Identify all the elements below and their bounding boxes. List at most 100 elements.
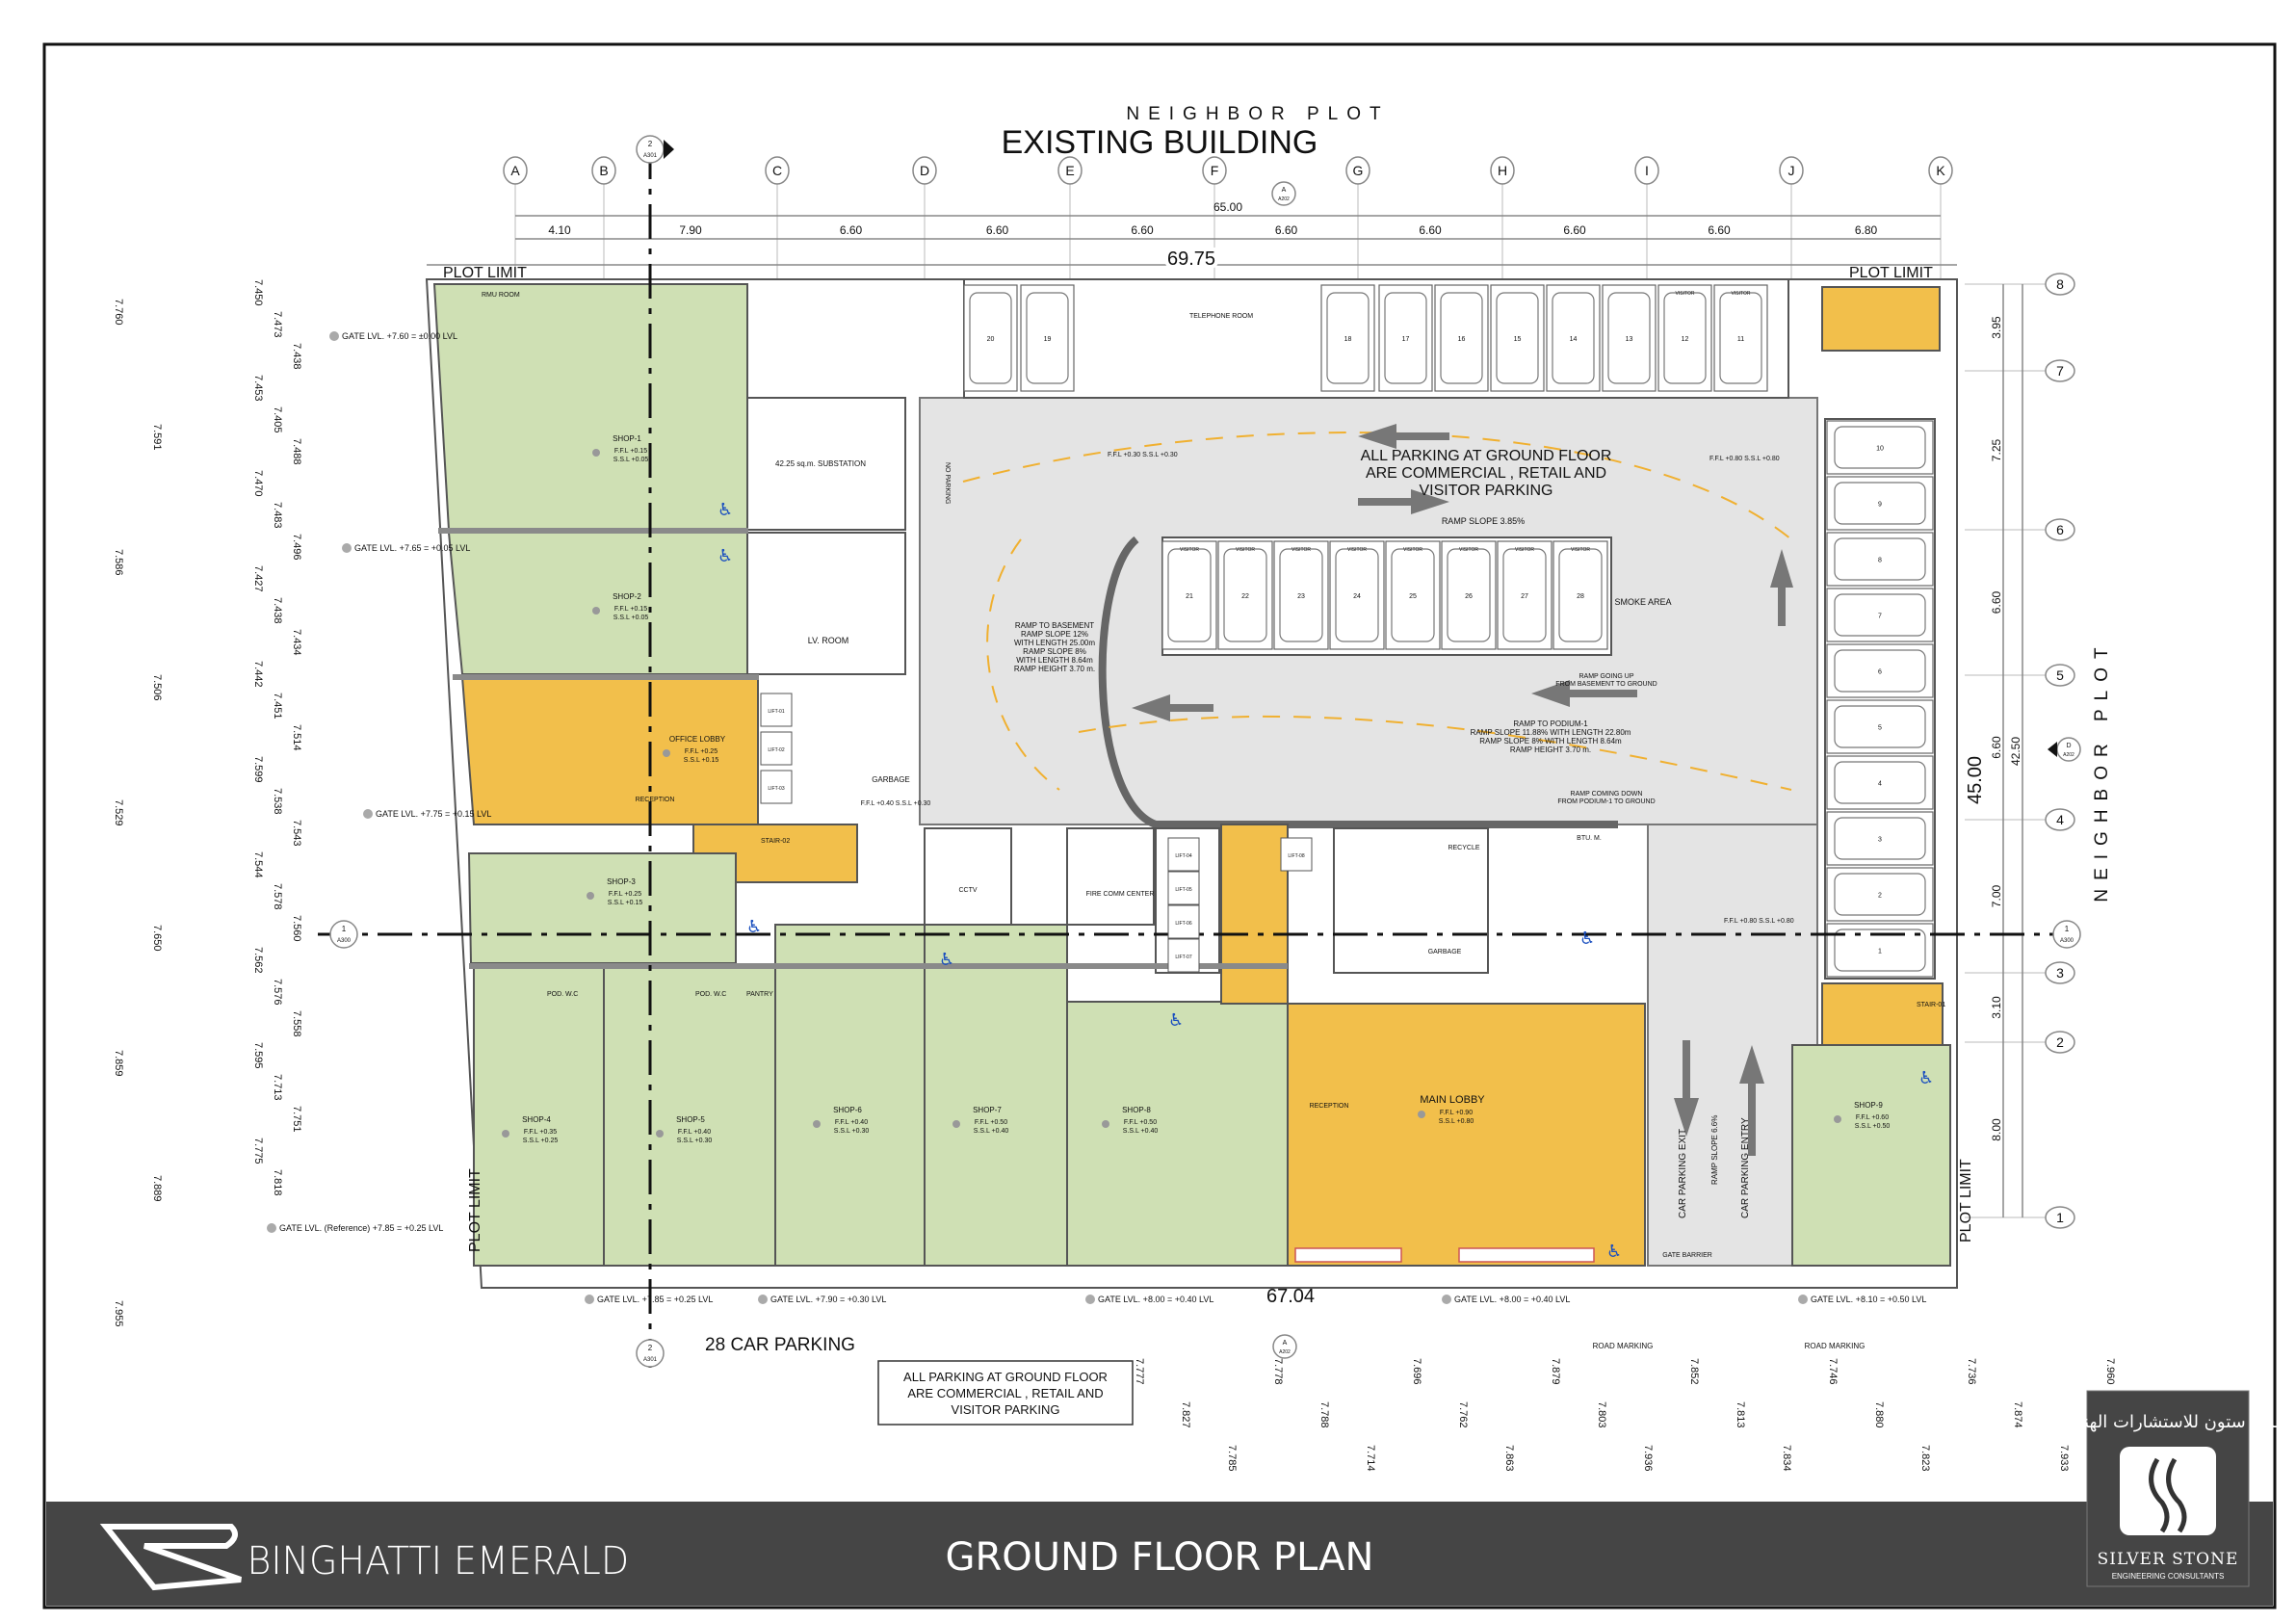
car-icon [969,292,1012,384]
spot-level: 7.599 [252,756,264,783]
visitor-label: VISITOR [1403,547,1422,553]
spot-level: 7.438 [272,597,283,624]
level-marker-icon [585,1295,594,1304]
spot-level: 7.777 [1134,1358,1145,1385]
car-icon [1502,548,1547,642]
spot-level: 7.543 [291,820,302,847]
lift-shaft [1167,904,1200,939]
spot-level: 7.880 [1873,1401,1885,1428]
room-name: MAIN LOBBY [1420,1094,1485,1106]
lift-label: LIFT-04 [1175,853,1191,859]
car-icon [1447,548,1491,642]
grid-bubble [2045,808,2075,831]
level-marker-icon [952,1120,960,1128]
ramp-basement-line: RAMP SLOPE 8% [1023,647,1086,656]
parking-stall-number: 24 [1353,593,1361,600]
spot-level: 7.762 [1457,1401,1469,1428]
spot-level: 7.818 [272,1169,283,1196]
spot-level: 7.751 [291,1106,302,1133]
car-icon [1834,482,1926,525]
gate-level-label: GATE LVL. +7.90 = +0.30 LVL [770,1295,886,1304]
grid-bubble [591,156,616,185]
car-icon [1279,548,1323,642]
grid-row-label: 2 [2056,1034,2064,1050]
wheelchair-icon: ♿ [939,950,954,970]
level-marker-icon [329,331,339,341]
parking-stall [1826,588,1934,642]
parking-stall-number: 23 [1297,593,1305,600]
room-ffl: F.F.L +0.40 [835,1119,868,1126]
spot-levels-bottom: 7.7777.8277.7857.7787.7887.7147.6967.762… [1134,1358,2116,1472]
reception-label: RECEPTION [636,797,675,803]
room-name: SHOP-5 [676,1115,705,1124]
parking-stall-number: 9 [1878,502,1882,509]
ramp-down-note: FROM PODIUM-1 TO GROUND [1557,798,1655,805]
parking-stall-number: 5 [1878,725,1882,732]
ramp-slope-label: RAMP SLOPE 3.85% [1442,516,1525,526]
shop-8-room[interactable] [1066,1001,1289,1267]
spot-level: 7.813 [1735,1401,1746,1428]
ramp-basement-line: RAMP HEIGHT 3.70 m. [1014,665,1095,673]
room-labels: SHOP-1F.F.L +0.15S.S.L +0.05SHOP-2F.F.L … [502,434,1890,1144]
parking-stall-number: 21 [1186,593,1193,600]
shop-4-room[interactable] [473,965,605,1267]
overall-row-dimension: 42.50 [2009,737,2022,766]
sheet-title: GROUND FLOOR PLAN [946,1535,1374,1580]
spot-level: 7.760 [113,299,124,326]
wheelchair-icon: ♿ [718,546,733,566]
shop-6-room[interactable] [774,924,926,1267]
ramp-basement-line: RAMP SLOPE 12% [1021,630,1088,639]
car-icon [1223,548,1267,642]
room-ffl: F.F.L +0.25 [609,891,641,898]
car-icon [1719,292,1762,384]
parking-stall [1657,284,1712,392]
parking-stall-number: 28 [1577,593,1584,600]
shop-2-room[interactable] [447,532,748,675]
spot-level: 7.775 [252,1138,264,1164]
wheelchair-icon: ♿ [1168,1010,1184,1031]
stair-01 [1821,982,1944,1046]
neighbor-plot-right: NEIGHBOR PLOT [2092,639,2112,902]
shop-7-room[interactable] [924,924,1068,1267]
shop-9-room[interactable] [1791,1044,1951,1267]
lift-label: LIFT-02 [768,747,784,753]
grid-row-label: 6 [2056,522,2064,537]
substation-room[interactable] [746,397,906,531]
main-lobby-planter-1 [1294,1247,1402,1263]
gate-level-label: GATE LVL. +7.65 = +0.05 LVL [354,543,470,553]
svg-text:A: A [1282,187,1287,194]
ramp-basement-line: WITH LENGTH 25.00m [1014,639,1095,647]
grid-bubble [503,156,528,185]
parking-stall-number: 10 [1876,446,1884,453]
spot-level: 7.578 [272,883,283,910]
parking-stall [1441,540,1497,650]
wheelchair-icon: ♿ [718,500,733,520]
car-icon [1834,537,1926,581]
spot-level: 7.529 [113,799,124,826]
pantry-label: PANTRY [746,991,773,998]
main-lobby-room[interactable] [1287,1003,1646,1267]
lv-room-label: LV. ROOM [808,636,849,645]
parking-stall [1434,284,1489,392]
visitor-label: VISITOR [1236,547,1255,553]
car-icon [1663,292,1707,384]
spot-level: 7.788 [1318,1401,1330,1428]
room-ffl: F.F.L +0.50 [1124,1119,1157,1126]
parking-stall [1273,540,1329,650]
shop-3-room[interactable] [467,852,737,964]
lv-room[interactable] [746,532,906,675]
parking-stall-number: 15 [1514,336,1522,343]
grid-bubble [1928,156,1953,185]
level-marker-icon [592,449,600,457]
room-ssl: S.S.L +0.05 [613,457,649,463]
room-ssl: S.S.L +0.40 [1123,1128,1159,1135]
shop-1-room[interactable] [432,283,748,531]
visitor-label: VISITOR [1515,547,1534,553]
room-ffl: F.F.L +0.90 [1440,1110,1473,1116]
lift-shaft [760,770,793,804]
car-entry-label: CAR PARKING ENTRY [1740,1117,1751,1218]
spot-level: 7.803 [1596,1401,1607,1428]
silver-stone-logo: سلفر ستون للاستشارات الهندسية SILVER STO… [2046,1390,2290,1587]
parking-stall-number: 13 [1626,336,1633,343]
ramp-podium-line: RAMP SLOPE 8% WITH LENGTH 8.64m [1479,737,1622,746]
